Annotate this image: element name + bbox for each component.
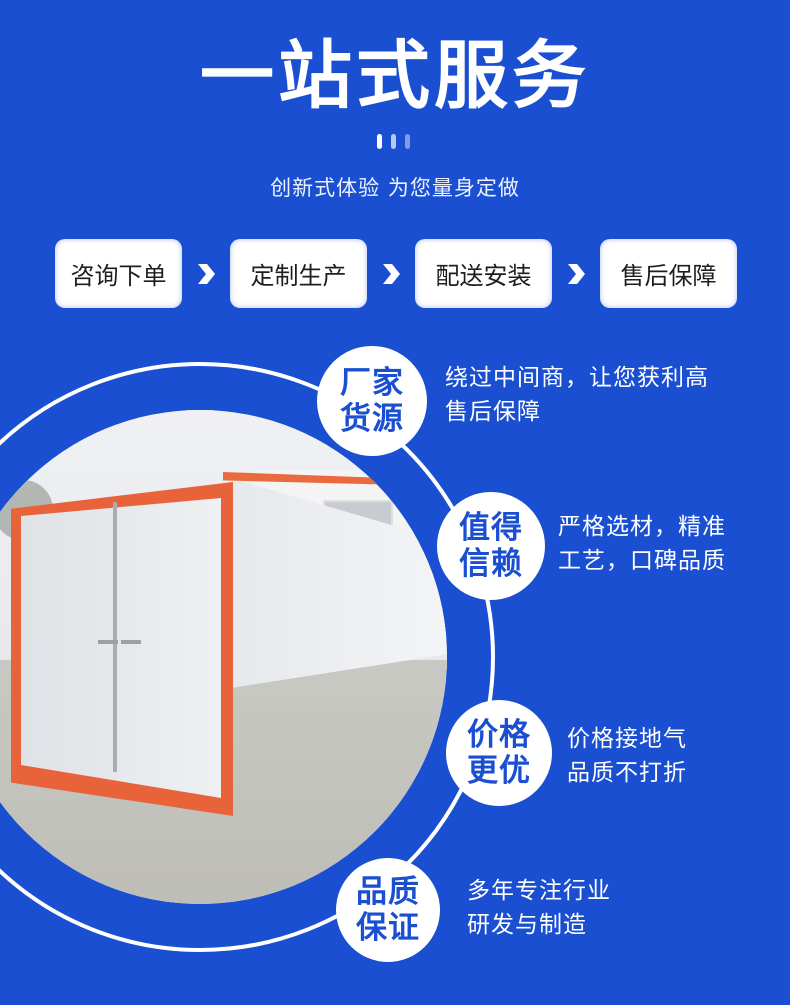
step-label: 咨询下单	[70, 262, 167, 290]
desc-line: 严格选材，精准	[558, 514, 726, 540]
step-label: 售后保障	[620, 262, 717, 290]
product-photo	[0, 410, 447, 904]
step-after-sales: 售后保障	[600, 239, 737, 308]
desc-line: 价格接地气	[567, 726, 687, 752]
tick-mark	[391, 134, 396, 149]
tick-mark	[405, 134, 410, 149]
tick-mark	[377, 134, 382, 149]
chevron-right-icon	[367, 239, 415, 308]
badge-line: 品质	[356, 874, 420, 910]
step-delivery-install: 配送安装	[415, 239, 552, 308]
badge-quality-assurance: 品质 保证	[336, 858, 440, 962]
badge-line: 保证	[356, 910, 420, 946]
door-handle	[98, 640, 118, 644]
door-handle	[121, 640, 141, 644]
subtitle: 创新式体验 为您量身定做	[270, 176, 520, 200]
badge-line: 厂家	[340, 365, 404, 401]
badge-factory-source: 厂家 货源	[317, 346, 427, 456]
badge-better-price: 价格 更优	[446, 700, 552, 806]
badge-line: 信赖	[459, 546, 523, 582]
desc-line: 绕过中间商，让您获利高	[445, 365, 709, 391]
badge-line: 货源	[340, 401, 404, 437]
feature-desc-trustworthy: 严格选材，精准 工艺，口碑品质	[558, 510, 726, 578]
desc-line: 售后保障	[445, 399, 541, 425]
desc-line: 研发与制造	[467, 912, 587, 938]
page-title: 一站式服务	[200, 33, 590, 119]
booth-door	[21, 498, 221, 798]
door-seam	[113, 502, 117, 772]
badge-line: 更优	[467, 753, 531, 789]
desc-line: 品质不打折	[567, 760, 687, 786]
badge-line: 值得	[459, 510, 523, 546]
badge-line: 价格	[467, 717, 531, 753]
chevron-right-icon	[552, 239, 600, 308]
step-label: 配送安装	[435, 262, 532, 290]
step-consult-order: 咨询下单	[55, 239, 182, 308]
desc-line: 多年专注行业	[467, 878, 611, 904]
feature-desc-factory-source: 绕过中间商，让您获利高 售后保障	[445, 361, 709, 429]
decorative-ticks	[377, 134, 410, 149]
chevron-right-icon	[182, 239, 230, 308]
feature-desc-better-price: 价格接地气 品质不打折	[567, 722, 687, 790]
step-label: 定制生产	[250, 262, 347, 290]
step-custom-production: 定制生产	[230, 239, 367, 308]
process-steps: 咨询下单 定制生产 配送安装 售后保障	[55, 239, 737, 308]
desc-line: 工艺，口碑品质	[558, 548, 726, 574]
badge-trustworthy: 值得 信赖	[437, 492, 545, 600]
feature-desc-quality-assurance: 多年专注行业 研发与制造	[467, 874, 611, 942]
